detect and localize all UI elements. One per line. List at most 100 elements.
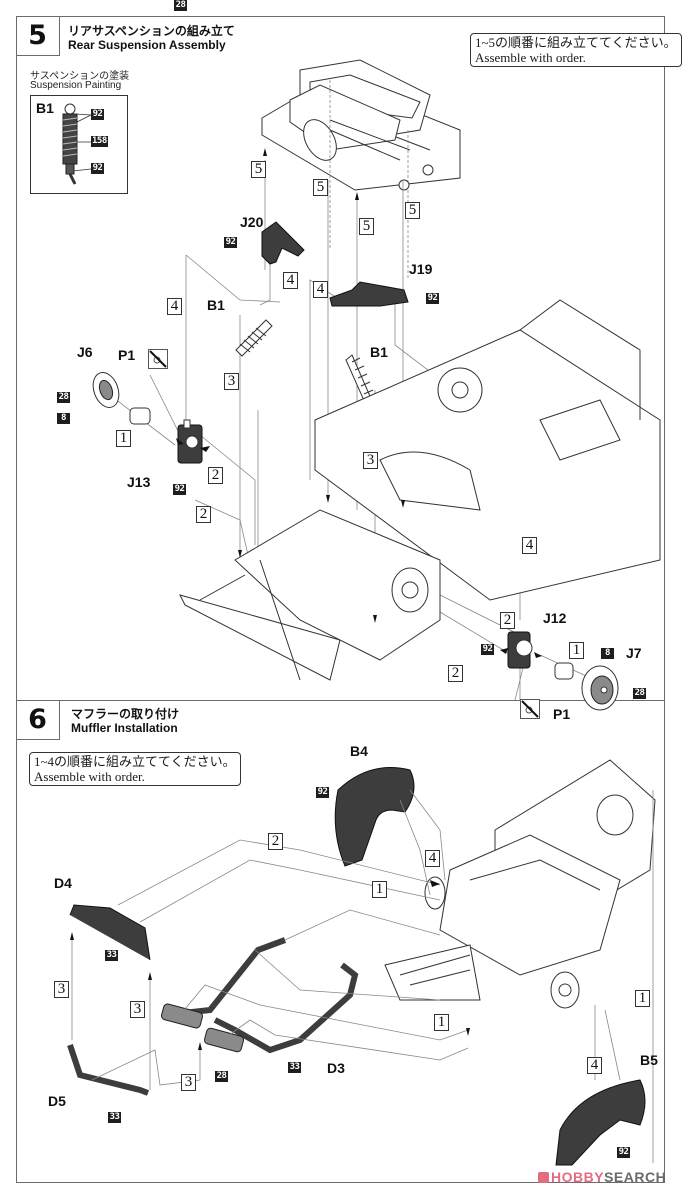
part-d4-drawing	[69, 904, 151, 961]
order-marker: 2	[208, 467, 223, 484]
note-en: Assemble with order.	[34, 769, 145, 784]
step-6-number: 6	[16, 700, 60, 740]
color-chip-j19: 92	[426, 293, 439, 304]
step-divider	[16, 700, 665, 701]
part-muffler-drawing	[161, 1003, 245, 1053]
part-label-p1-right: P1	[553, 706, 571, 722]
part-b5-drawing	[555, 1079, 646, 1166]
part-d5-drawing	[67, 1044, 150, 1096]
note-jp: 1~5の順番に組み立ててください。	[475, 35, 677, 50]
part-j7-drawing	[581, 665, 619, 711]
step-5-order-note: 1~5の順番に組み立ててください。 Assemble with order.	[470, 33, 682, 67]
step-5-title-en: Rear Suspension Assembly	[68, 38, 226, 52]
order-marker: 3	[363, 452, 378, 469]
painting-callout: B1 92 158 92	[30, 95, 128, 194]
part-label-b1-right: B1	[370, 344, 388, 360]
part-label-j13: J13	[127, 474, 151, 490]
step-5-title-jp: リアサスペンションの組み立て	[68, 24, 235, 38]
order-marker: 3	[54, 981, 69, 998]
part-label-d3: D3	[327, 1060, 345, 1076]
color-chip-j12: 92	[481, 644, 494, 655]
order-marker: 1	[116, 430, 131, 447]
step-6-order-note: 1~4の順番に組み立ててください。 Assemble with order.	[29, 752, 241, 786]
color-chip-d4: 33	[105, 950, 118, 961]
assembly-arrows-step5	[176, 148, 542, 658]
order-marker: 4	[425, 850, 440, 867]
part-b4-drawing	[334, 767, 415, 867]
color-chip-muffler-right: 28	[215, 1071, 228, 1082]
order-marker: 5	[359, 218, 374, 235]
step-6-title-jp: マフラーの取り付け	[71, 707, 180, 721]
part-b1-spring-drawing	[235, 319, 377, 415]
order-marker: 1	[635, 990, 650, 1007]
part-label-j7: J7	[626, 645, 642, 661]
color-chip-d5: 33	[108, 1112, 121, 1123]
part-label-d4: D4	[54, 875, 72, 891]
color-chip-j7-8: 8	[601, 648, 614, 659]
order-marker: 2	[196, 506, 211, 523]
part-j13-drawing	[177, 419, 203, 464]
part-j19-drawing	[329, 281, 409, 307]
part-label-b5: B5	[640, 1052, 658, 1068]
order-marker: 1	[372, 881, 387, 898]
note-jp: 1~4の順番に組み立ててください。	[34, 754, 236, 769]
part-label-j6: J6	[77, 344, 93, 360]
part-j12-drawing	[507, 631, 533, 669]
color-chip-j6-28: 28	[57, 392, 70, 403]
order-marker: 2	[448, 665, 463, 682]
step-6-title-en: Muffler Installation	[71, 721, 178, 735]
order-marker: 5	[405, 202, 420, 219]
order-marker: 2	[500, 612, 515, 629]
part-d3-drawing	[164, 937, 359, 1054]
assembly-arrows-step6	[70, 880, 470, 1050]
color-chip-j6-8: 8	[57, 413, 70, 424]
chassis-drawing	[179, 299, 661, 681]
order-marker: 3	[181, 1074, 196, 1091]
watermark-brand-a: HOBBY	[551, 1169, 605, 1185]
order-marker: 2	[268, 833, 283, 850]
color-chip-92: 92	[91, 109, 104, 120]
color-chip-b4: 92	[316, 787, 329, 798]
part-label-b4: B4	[350, 743, 368, 759]
part-label-b1-left: B1	[207, 297, 225, 313]
guide-lines-step6	[71, 789, 654, 1163]
order-marker: 4	[283, 272, 298, 289]
part-j20-drawing	[261, 221, 305, 265]
engine-frame-drawing	[261, 59, 461, 280]
order-marker: 4	[167, 298, 182, 315]
note-en: Assemble with order.	[475, 50, 586, 65]
color-chip-158: 158	[91, 136, 108, 147]
painting-part-label: B1	[36, 100, 54, 116]
no-glue-icon	[520, 699, 540, 719]
color-chip-muffler-left: 28	[174, 0, 187, 11]
part-label-j20: J20	[240, 214, 264, 230]
color-chip-j13: 92	[173, 484, 186, 495]
part-label-j19: J19	[409, 261, 433, 277]
part-p1-drawing	[129, 407, 151, 425]
part-label-d5: D5	[48, 1093, 66, 1109]
chassis-step6-drawing	[384, 759, 656, 1009]
no-glue-icon	[148, 349, 168, 369]
part-label-j12: J12	[543, 610, 567, 626]
part-label-p1: P1	[118, 347, 136, 363]
color-chip-j20: 92	[224, 237, 237, 248]
painting-title-jp: サスペンションの塗装	[30, 71, 130, 82]
shock-absorber-icon	[62, 103, 92, 185]
order-marker: 5	[251, 161, 266, 178]
order-marker: 5	[313, 179, 328, 196]
order-marker: 1	[569, 642, 584, 659]
color-chip-b5: 92	[617, 1147, 630, 1158]
order-marker: 3	[130, 1001, 145, 1018]
order-marker: 4	[522, 537, 537, 554]
instruction-frame	[16, 16, 665, 1183]
order-marker: 3	[224, 373, 239, 390]
color-chip-d3: 33	[288, 1062, 301, 1073]
color-chip-j7-28: 28	[633, 688, 646, 699]
color-chip-92: 92	[91, 163, 104, 174]
watermark-brand-b: SEARCH	[604, 1169, 667, 1185]
order-marker: 1	[434, 1014, 449, 1031]
hobbysearch-logo-icon	[538, 1172, 549, 1183]
watermark: HOBBYSEARCH	[538, 1169, 666, 1185]
order-marker: 4	[313, 281, 328, 298]
